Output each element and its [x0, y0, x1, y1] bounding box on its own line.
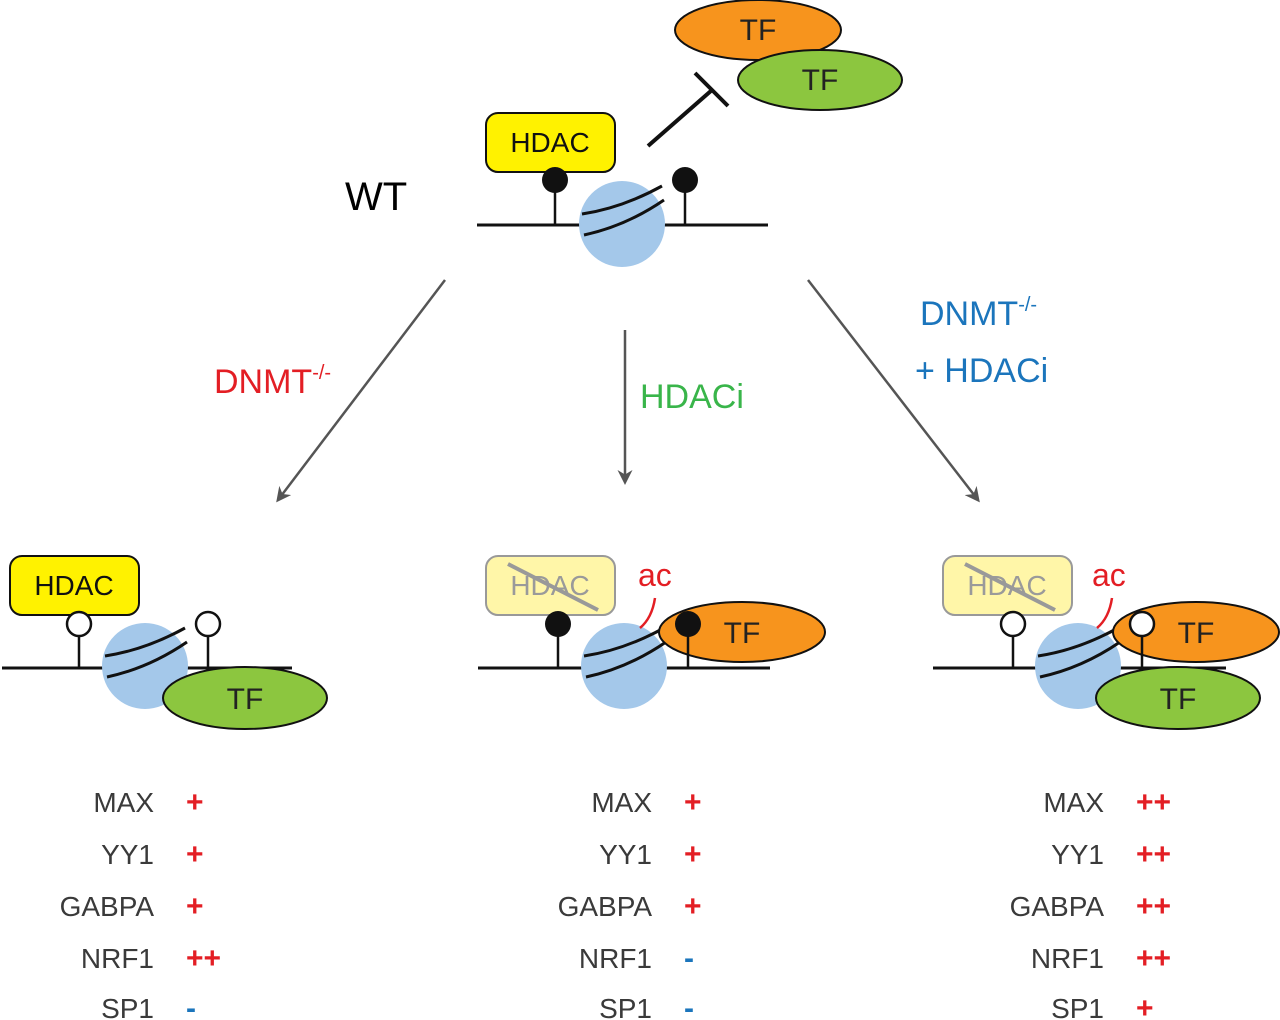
arrow-right-label-1: DNMT-/- [920, 294, 1037, 333]
right-tf-orange-label: TF [1178, 617, 1215, 650]
factor-sp1-middle: SP1 [599, 993, 652, 1020]
score-sp1-middle: - [684, 992, 694, 1020]
table-right: MAX ++ YY1 ++ GABPA ++ NRF1 ++ SP1 + [1010, 786, 1171, 1020]
right-panel: HDAC TF TF ac [933, 555, 1280, 730]
wt-methyl-1 [542, 167, 568, 193]
score-sp1-right: + [1136, 992, 1154, 1020]
wt-panel: WT TF TF HDAC [345, 0, 903, 267]
score-yy1-left: + [186, 838, 204, 871]
factor-sp1-right: SP1 [1051, 993, 1104, 1020]
middle-methyl-2 [675, 611, 701, 637]
middle-tf-orange [658, 601, 826, 663]
factor-max-right: MAX [1043, 787, 1104, 818]
left-unmethyl-1 [65, 610, 93, 638]
right-unmethyl-2 [1128, 610, 1156, 638]
wt-hdac-label: HDAC [510, 127, 589, 158]
score-gabpa-left: + [186, 890, 204, 923]
factor-sp1-left: SP1 [101, 993, 154, 1020]
arrow-left [276, 279, 446, 503]
middle-tf-label: TF [724, 617, 761, 650]
table-middle: MAX + YY1 + GABPA + NRF1 - SP1 - [558, 786, 702, 1020]
factor-nrf1-middle: NRF1 [579, 943, 652, 974]
factor-yy1-middle: YY1 [599, 839, 652, 870]
score-gabpa-middle: + [684, 890, 702, 923]
factor-gabpa-middle: GABPA [558, 891, 653, 922]
left-tf-label: TF [227, 683, 264, 716]
factor-nrf1-left: NRF1 [81, 943, 154, 974]
factor-yy1-left: YY1 [101, 839, 154, 870]
inhibition-line [646, 88, 714, 148]
factor-gabpa-right: GABPA [1010, 891, 1105, 922]
left-hdac-label: HDAC [34, 570, 113, 601]
middle-panel: HDAC TF ac [478, 555, 826, 709]
right-tf-green-label: TF [1160, 683, 1197, 716]
right-tf-green [1095, 666, 1261, 730]
arrow-left-label: DNMT-/- [214, 362, 331, 401]
right-unmethyl-1 [999, 610, 1027, 638]
arrow-right-label-2: + HDACi [915, 352, 1048, 390]
right-ac-tail [1096, 597, 1114, 629]
left-unmethyl-2 [194, 610, 222, 638]
wt-label: WT [345, 175, 407, 219]
arrow-middle-label: HDACi [640, 378, 744, 416]
table-left: MAX + YY1 + GABPA + NRF1 ++ SP1 - [60, 786, 221, 1020]
score-nrf1-right: ++ [1136, 942, 1171, 975]
score-nrf1-left: ++ [186, 942, 221, 975]
factor-max-middle: MAX [591, 787, 652, 818]
top-tf-green-label: TF [802, 64, 839, 97]
left-panel: HDAC TF [2, 555, 328, 730]
factor-nrf1-right: NRF1 [1031, 943, 1104, 974]
inhibition-bar [693, 71, 730, 108]
wt-methyl-2 [672, 167, 698, 193]
right-ac-label: ac [1092, 557, 1126, 593]
middle-hdac-strike [507, 562, 599, 612]
score-yy1-right: ++ [1136, 838, 1171, 871]
right-tf-orange [1112, 601, 1280, 663]
score-gabpa-right: ++ [1136, 890, 1171, 923]
score-max-left: + [186, 786, 204, 819]
left-tf-green [162, 666, 328, 730]
score-nrf1-middle: - [684, 942, 694, 975]
factor-max-left: MAX [93, 787, 154, 818]
arrow-right [807, 279, 980, 503]
arrows: DNMT-/- HDACi DNMT-/- + HDACi [214, 279, 1048, 503]
factor-gabpa-left: GABPA [60, 891, 155, 922]
middle-methyl-1 [545, 611, 571, 637]
right-hdac-strike [964, 562, 1056, 612]
score-sp1-left: - [186, 992, 196, 1020]
factor-yy1-right: YY1 [1051, 839, 1104, 870]
top-tf-orange-label: TF [740, 14, 777, 47]
score-max-right: ++ [1136, 786, 1171, 819]
middle-ac-label: ac [638, 557, 672, 593]
score-yy1-middle: + [684, 838, 702, 871]
middle-ac-tail [639, 597, 657, 629]
score-max-middle: + [684, 786, 702, 819]
top-tf-green [737, 49, 903, 111]
